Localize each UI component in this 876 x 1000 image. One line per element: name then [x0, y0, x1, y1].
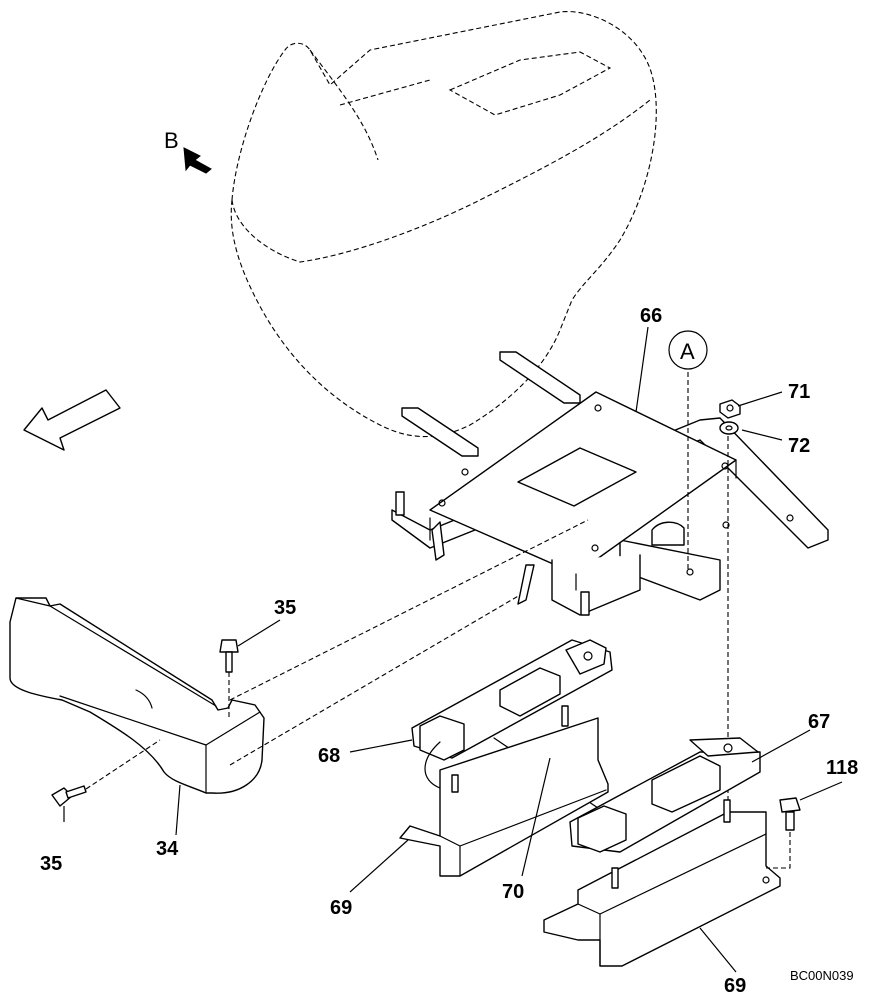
seat-mount-frame: [391, 351, 829, 616]
bolt-35-top: [219, 639, 239, 673]
cover-frame-phantom-line-2: [229, 594, 521, 766]
view-b-label: B: [164, 128, 179, 153]
bolt-118: [779, 797, 801, 831]
part-label-70: 70: [502, 881, 524, 903]
seat-bracket-69-right: [543, 799, 781, 967]
bolt-35-bottom-alignment: [85, 739, 161, 790]
seat-phantom-outline: [230, 10, 657, 438]
part-label-72: 72: [788, 435, 810, 457]
seat-bracket-69-left: [399, 705, 609, 877]
leader-lines: [63, 326, 843, 973]
view-b-marker: B: [164, 128, 212, 174]
part-label-34: 34: [156, 838, 179, 860]
view-b-arrow-icon: [183, 147, 212, 174]
part-label-66: 66: [640, 305, 662, 327]
part-label-69-left: 69: [330, 897, 352, 919]
slide-rail-67: [569, 737, 761, 853]
part-label-35-top: 35: [274, 597, 296, 619]
drawing-code: BC00N039: [790, 968, 854, 983]
detail-a-marker: A: [668, 330, 708, 370]
part-label-69-right: 69: [724, 975, 746, 997]
front-direction-arrow-icon: [23, 389, 121, 451]
part-label-68: 68: [318, 745, 340, 767]
part-label-71: 71: [788, 381, 810, 403]
washer-72: [719, 421, 739, 435]
part-label-67: 67: [808, 711, 830, 733]
bolt-118-alignment: [766, 832, 791, 869]
seat-cover-34: [9, 597, 265, 794]
cover-frame-phantom-line-1: [229, 519, 589, 701]
detail-a-label: A: [680, 339, 695, 364]
bolt-35-bottom: [51, 785, 87, 807]
part-label-118: 118: [826, 757, 858, 779]
nut-71: [719, 399, 741, 419]
part-label-35-bottom: 35: [40, 853, 62, 875]
